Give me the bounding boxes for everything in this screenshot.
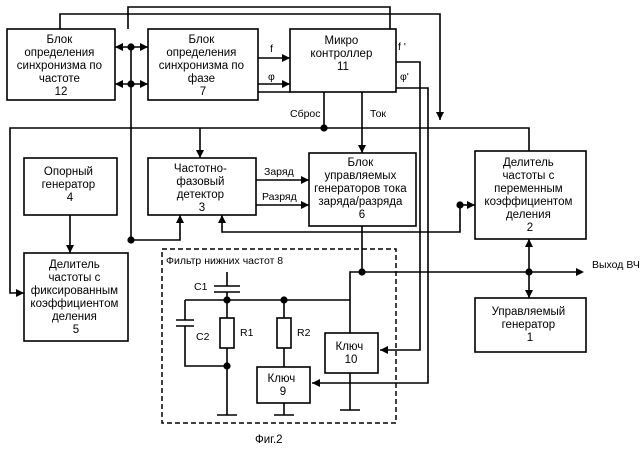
signal-discharge: Разряд: [262, 191, 297, 203]
block-key-10: [325, 333, 378, 373]
resistor-r2: [277, 318, 291, 348]
filter-label: Фильтр нижних частот 8: [166, 255, 283, 267]
signal-reset: Сброс: [290, 108, 321, 120]
figure-caption: Фиг.2: [255, 434, 283, 446]
signal-phi: φ: [268, 71, 275, 83]
label-r2: R2: [297, 327, 311, 339]
signal-phi-prime: φ': [400, 71, 409, 83]
signal-current: Ток: [370, 108, 386, 120]
label-c2: C2: [196, 331, 210, 343]
signal-charge: Заряд: [264, 166, 294, 178]
label-r1: R1: [240, 327, 254, 339]
resistor-r1: [220, 318, 234, 348]
output-label: Выход ВЧ: [592, 259, 640, 271]
signal-f: f: [270, 43, 273, 55]
label-c1: C1: [194, 281, 208, 293]
signal-f-prime: f ': [398, 41, 406, 53]
